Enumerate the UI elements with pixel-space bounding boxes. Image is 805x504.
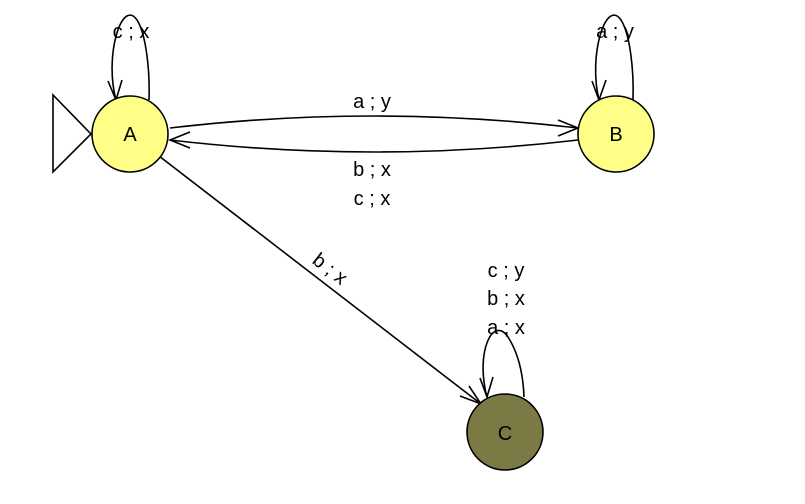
transition-label-C-C-2: a ; x: [487, 317, 525, 339]
transition-label-C-C-0: c ; y: [488, 260, 525, 282]
edge-A-B: [169, 115, 579, 129]
transition-B-A: b ; x c ; x: [167, 131, 579, 210]
arrowhead-C-C: [479, 376, 494, 400]
edge-A-C: [158, 155, 482, 405]
state-B: B: [577, 95, 655, 173]
transition-A-A: c ; x: [107, 14, 150, 103]
state-C-circle: [466, 393, 544, 471]
transition-label-B-A-1: c ; x: [354, 188, 391, 210]
transition-label-C-C-1: b ; x: [487, 288, 525, 310]
state-A-circle: [91, 95, 169, 173]
edge-B-A: [169, 139, 579, 153]
state-C: C: [466, 393, 544, 471]
transition-label-A-C-0: b ; x: [308, 249, 351, 290]
state-A: A: [91, 95, 169, 173]
state-C-label: C: [498, 423, 512, 445]
initial-state-marker: [52, 93, 93, 174]
transition-label-B-B-0: a ; y: [596, 21, 634, 43]
transition-A-B: a ; y: [169, 91, 581, 137]
transition-C-C: c ; y b ; x a ; x: [479, 260, 525, 400]
state-B-label: B: [609, 124, 622, 146]
transition-label-B-A-0: b ; x: [353, 159, 391, 181]
self-loop-B: [594, 14, 634, 101]
self-loop-C: [482, 329, 525, 398]
transition-B-B: a ; y: [591, 14, 634, 103]
transition-A-C: b ; x: [158, 155, 484, 406]
state-B-circle: [577, 95, 655, 173]
self-loop-A: [111, 14, 150, 101]
transition-label-A-B-0: a ; y: [353, 91, 391, 113]
arrowhead-B-A: [167, 131, 191, 149]
state-A-label: A: [123, 124, 137, 146]
transition-label-A-A-0: c ; x: [113, 21, 150, 43]
